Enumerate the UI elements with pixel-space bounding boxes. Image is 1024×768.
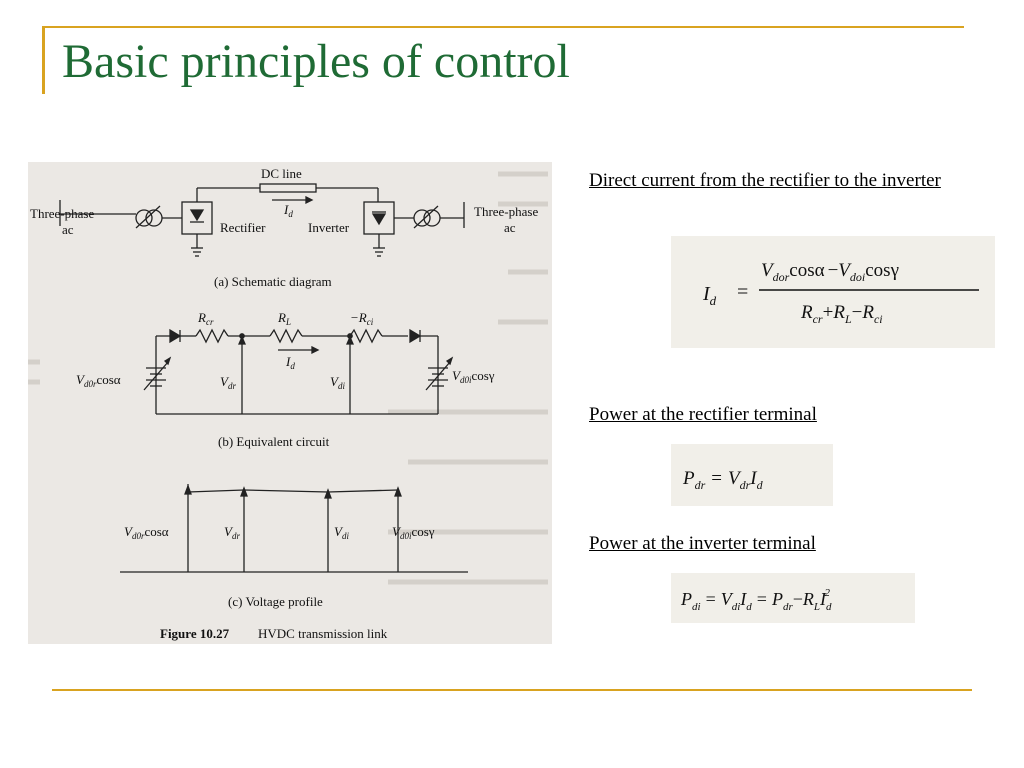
background-text-lines [28,171,548,585]
voltage-profile [120,484,468,573]
formula-current-lhs: Id = [702,281,748,308]
figure-title: HVDC transmission link [258,626,388,641]
title-accent-vertical [42,26,45,94]
formula-inverter-power: Pdi=VdiId=Pdr−RLId2 [671,573,915,623]
formula-current-denominator: Rcr+RL−Rci [800,302,883,326]
label-rl: RL [277,310,291,327]
formula-inverter-power-text: Pdi=VdiId=Pdr−RLId2 [680,587,832,613]
label-id: Id [285,354,295,371]
caption-schematic: (a) Schematic diagram [214,274,332,289]
formula-current-numerator: Vdorcosα−Vdoicosγ [761,260,899,284]
label-vd0i: Vd0icosγ [452,368,495,385]
profile-vdr: Vdr [224,524,240,541]
ac-right-line2: ac [504,220,516,235]
dc-line-label: DC line [261,166,302,181]
title-accent-horizontal [42,26,964,28]
inverter-label: Inverter [308,220,350,235]
formula-direct-current-drawing: Id = Vdorcosα−Vdoicosγ Rcr+RL−Rci [702,260,979,326]
label-vdr: Vdr [220,374,236,391]
equivalent-circuit [143,328,454,415]
formula-rectifier-power-text: Pdr=VdrId [682,468,764,492]
schematic-diagram [59,183,465,257]
label-vd0r: Vd0rcosα [76,372,121,389]
label-rcr: Rcr [197,310,214,327]
caption-inverter-power: Power at the inverter terminal [589,533,816,554]
formula-rectifier-power-drawing: Pdr=VdrId [682,468,764,492]
rectifier-label: Rectifier [220,220,266,235]
caption-equivalent: (b) Equivalent circuit [218,434,330,449]
formula-inverter-power-drawing: Pdi=VdiId=Pdr−RLId2 [680,587,832,613]
svg-text:=: = [737,281,748,303]
ac-left-line2: ac [62,222,74,237]
profile-vd0r: Vd0rcosα [124,524,169,541]
ac-right-line1: Three-phase [474,204,538,219]
hvdc-figure: DC line Id Three-phase ac Three-phase ac… [28,162,552,644]
schematic-current-label: Id [283,202,293,219]
ac-left-line1: Three-phase [30,206,94,221]
caption-rectifier-power: Power at the rectifier terminal [589,404,817,425]
label-rci: −Rci [350,310,374,327]
profile-vdi: Vdi [334,524,349,541]
hvdc-figure-drawing: DC line Id Three-phase ac Three-phase ac… [28,166,548,641]
formula-rectifier-power: Pdr=VdrId [671,444,833,506]
figure-number: Figure 10.27 [160,626,230,641]
caption-voltage-profile: (c) Voltage profile [228,594,323,609]
footer-accent-line [52,689,972,691]
caption-direct-current: Direct current from the rectifier to the… [589,170,941,191]
profile-vd0i: Vd0icosγ [392,524,435,541]
formula-direct-current: Id = Vdorcosα−Vdoicosγ Rcr+RL−Rci [671,236,995,348]
slide-title: Basic principles of control [62,35,570,88]
svg-text:Id: Id [702,283,717,308]
label-vdi: Vdi [330,374,345,391]
